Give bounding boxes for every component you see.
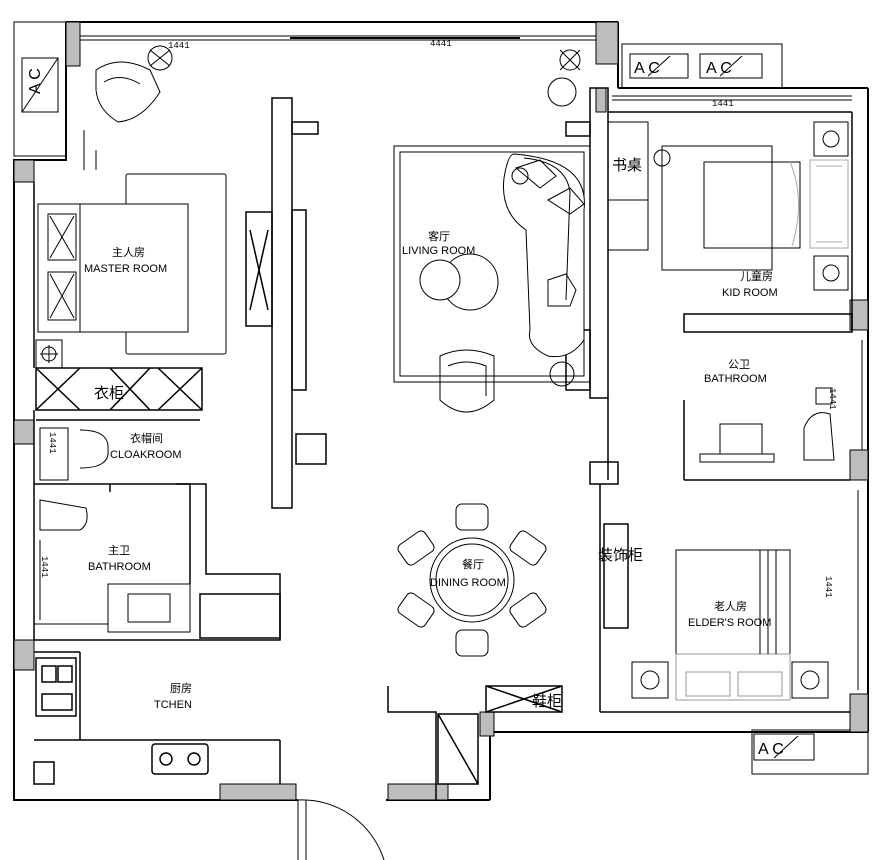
shoe-cabinet-label: 鞋柜 bbox=[532, 692, 562, 710]
kid-room-cn: 儿童房 bbox=[740, 269, 773, 283]
living-room-en: LIVING ROOM bbox=[402, 245, 475, 257]
ac-label-left: A C bbox=[27, 68, 44, 94]
dim-top-right: 1441 bbox=[712, 99, 734, 109]
dim-top-center: 4441 bbox=[430, 39, 452, 49]
cloakroom-cn: 衣帽间 bbox=[130, 431, 163, 445]
living-rug bbox=[393, 145, 591, 383]
master-bath-en: BATHROOM bbox=[88, 561, 151, 573]
master-bath-cn: 主卫 bbox=[108, 544, 130, 557]
kitchen-cn: 厨房 bbox=[170, 682, 192, 695]
dining-room-en: DINING ROOM bbox=[430, 577, 506, 589]
wardrobe bbox=[35, 367, 203, 411]
wardrobe-label: 衣柜 bbox=[94, 384, 124, 402]
dim-public-bath: 1441 bbox=[827, 388, 837, 410]
master-room-en: MASTER ROOM bbox=[84, 263, 167, 275]
public-bath-cn: 公卫 bbox=[728, 358, 750, 371]
kid-room-en: KID ROOM bbox=[722, 287, 778, 299]
ac-ledge-bottom bbox=[751, 729, 869, 775]
cloakroom-en: CLOAKROOM bbox=[110, 449, 182, 461]
elder-room-en: ELDER'S ROOM bbox=[688, 617, 771, 629]
desk-label: 书桌 bbox=[612, 156, 642, 174]
display-cabinet bbox=[603, 523, 629, 629]
ac-unit-left bbox=[21, 57, 59, 113]
dim-top-left: 1441 bbox=[168, 41, 190, 51]
master-room-cn: 主人房 bbox=[112, 246, 145, 259]
dim-elder: 1441 bbox=[823, 576, 833, 598]
master-bed bbox=[37, 203, 189, 333]
ac-label-bottom: A C bbox=[758, 741, 784, 758]
living-room-cn: 客厅 bbox=[428, 229, 450, 243]
public-bath-en: BATHROOM bbox=[704, 373, 767, 385]
display-cabinet-label: 装饰柜 bbox=[598, 546, 643, 564]
kitchen-en: TCHEN bbox=[154, 699, 192, 711]
shoe-cabinet bbox=[485, 685, 563, 713]
elder-room-cn: 老人房 bbox=[714, 600, 747, 613]
dim-cloak: 1441 bbox=[47, 432, 57, 454]
ac-label-top-2: A C bbox=[706, 60, 732, 77]
ac-label-top-1: A C bbox=[634, 60, 660, 77]
dim-master-bath: 1441 bbox=[39, 556, 49, 578]
dining-room-cn: 餐厅 bbox=[462, 557, 484, 571]
